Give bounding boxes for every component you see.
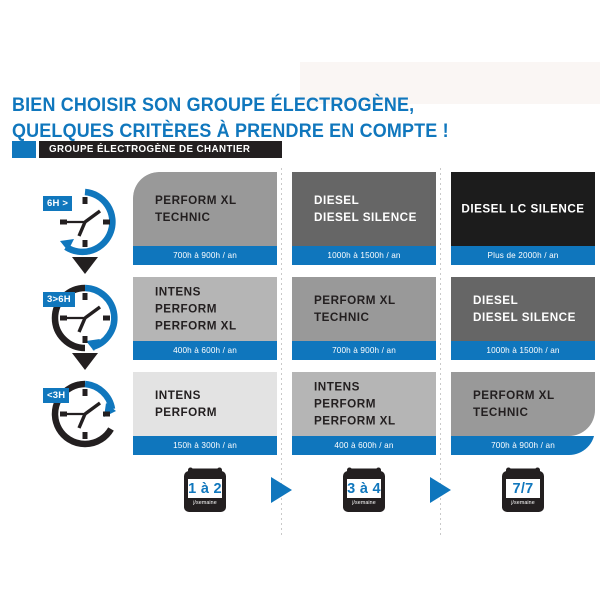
- card-r2c2[interactable]: PERFORM XL TECHNIC 700h à 900h / an: [292, 277, 436, 360]
- header-background-band: [300, 62, 600, 104]
- clock-under-3h: <3H: [43, 377, 122, 451]
- hours-badge-6h: 6H >: [43, 196, 73, 211]
- card-r3c2-label: INTENS PERFORM PERFORM XL: [314, 380, 396, 428]
- frequency-item-2[interactable]: 3 à 4 j/semaine: [341, 466, 387, 514]
- card-r1c1[interactable]: PERFORM XL TECHNIC 700h à 900h / an: [133, 172, 277, 265]
- card-r3c1-body: INTENS PERFORM: [133, 372, 277, 436]
- card-r1c2-body: DIESEL DIESEL SILENCE: [292, 172, 436, 246]
- card-r2c2-hours: 700h à 900h / an: [292, 341, 436, 360]
- card-r3c1-hours: 150h à 300h / an: [133, 436, 277, 455]
- card-r3c2[interactable]: INTENS PERFORM PERFORM XL 400 à 600h / a…: [292, 372, 436, 455]
- flow-arrow-right-1: [271, 477, 292, 503]
- hours-badge-under-3h: <3H: [43, 388, 70, 403]
- card-r3c3-hours: 700h à 900h / an: [451, 436, 595, 455]
- section-tag-label: GROUPE ÉLECTROGÈNE DE CHANTIER: [49, 143, 251, 155]
- card-r1c1-body: PERFORM XL TECHNIC: [133, 172, 277, 246]
- card-r2c1-hours: 400h à 600h / an: [133, 341, 277, 360]
- frequency-item-1[interactable]: 1 à 2 j/semaine: [182, 466, 228, 514]
- card-r1c3[interactable]: DIESEL LC SILENCE Plus de 2000h / an: [451, 172, 595, 265]
- card-r1c1-hours: 700h à 900h / an: [133, 246, 277, 265]
- card-r2c2-body: PERFORM XL TECHNIC: [292, 277, 436, 341]
- calendar-icon: [343, 467, 385, 512]
- card-r2c2-label: PERFORM XL TECHNIC: [314, 294, 396, 324]
- clock-3-6h-icon: [51, 284, 118, 352]
- clock-6h: 6H >: [43, 185, 122, 259]
- calendar-icon: [502, 467, 544, 512]
- calendar-icon: [184, 467, 226, 512]
- card-r1c3-hours: Plus de 2000h / an: [451, 246, 595, 265]
- frequency-unit-1: j/semaine: [193, 500, 217, 506]
- frequency-unit-2: j/semaine: [352, 500, 376, 506]
- card-r2c1[interactable]: INTENS PERFORM PERFORM XL 400h à 600h / …: [133, 277, 277, 360]
- flow-arrow-right-2: [430, 477, 451, 503]
- frequency-unit-3: j/semaine: [511, 500, 535, 506]
- card-r2c1-body: INTENS PERFORM PERFORM XL: [133, 277, 277, 341]
- page-title-line-2: QUELQUES CRITÈRES À PRENDRE EN COMPTE !: [12, 120, 449, 142]
- page-title-line-1: BIEN CHOISIR SON GROUPE ÉLECTROGÈNE,: [12, 94, 415, 116]
- flow-arrow-down-1: [72, 257, 98, 274]
- frequency-value-1: 1 à 2: [188, 481, 222, 497]
- column-divider-2: [440, 168, 441, 538]
- frequency-value-2: 3 à 4: [347, 481, 381, 497]
- card-r3c2-body: INTENS PERFORM PERFORM XL: [292, 372, 436, 436]
- card-r1c2-label: DIESEL DIESEL SILENCE: [314, 194, 417, 224]
- card-r1c2-hours: 1000h à 1500h / an: [292, 246, 436, 265]
- column-divider-1: [281, 168, 282, 538]
- card-r2c3[interactable]: DIESEL DIESEL SILENCE 1000h à 1500h / an: [451, 277, 595, 360]
- card-r2c3-label: DIESEL DIESEL SILENCE: [473, 294, 576, 324]
- hours-badge-3-6h: 3>6H: [43, 292, 75, 307]
- card-r3c3-label: PERFORM XL TECHNIC: [473, 389, 555, 419]
- card-r1c2[interactable]: DIESEL DIESEL SILENCE 1000h à 1500h / an: [292, 172, 436, 265]
- frequency-value-3: 7/7: [512, 481, 534, 497]
- flow-arrow-down-2: [72, 353, 98, 370]
- card-r1c3-body: DIESEL LC SILENCE: [451, 172, 595, 246]
- card-r2c1-label: INTENS PERFORM PERFORM XL: [155, 285, 237, 333]
- card-r2c3-body: DIESEL DIESEL SILENCE: [451, 277, 595, 341]
- card-r2c3-hours: 1000h à 1500h / an: [451, 341, 595, 360]
- section-tag-accent-square: [12, 141, 36, 158]
- card-r3c2-hours: 400 à 600h / an: [292, 436, 436, 455]
- card-r1c1-label: PERFORM XL TECHNIC: [155, 194, 237, 224]
- card-r1c3-label: DIESEL LC SILENCE: [461, 202, 585, 216]
- frequency-item-3[interactable]: 7/7 j/semaine: [500, 466, 546, 514]
- clock-3-6h: 3>6H: [43, 281, 122, 355]
- section-tag: GROUPE ÉLECTROGÈNE DE CHANTIER: [12, 141, 282, 158]
- card-r3c3[interactable]: PERFORM XL TECHNIC 700h à 900h / an: [451, 372, 595, 455]
- card-r3c3-body: PERFORM XL TECHNIC: [451, 372, 595, 436]
- page-title: BIEN CHOISIR SON GROUPE ÉLECTROGÈNE, QUE…: [12, 66, 546, 170]
- card-r3c1-label: INTENS PERFORM: [155, 389, 217, 419]
- card-r3c1[interactable]: INTENS PERFORM 150h à 300h / an: [133, 372, 277, 455]
- clock-6h-icon: [60, 188, 116, 256]
- section-tag-bar: [39, 141, 282, 158]
